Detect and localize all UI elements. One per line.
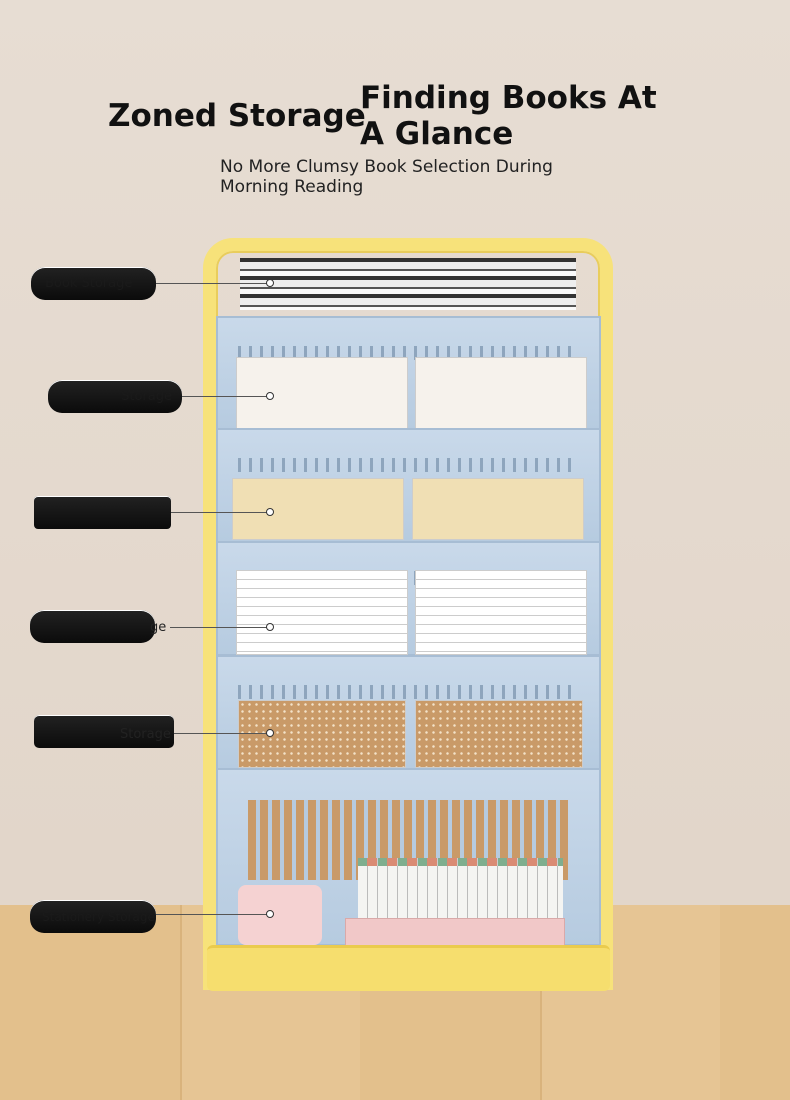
callout-pill: Storage [48,380,182,413]
leader-line [156,283,270,284]
callout-label: Book Storage [45,276,133,291]
shelf-base [207,945,610,991]
callout-pill: Stationery Storage [30,900,156,933]
callout-dot [266,392,274,400]
callout-dot [266,729,274,737]
book [412,478,584,540]
yellow-frame [203,238,613,990]
callout-label: Stationery Storage [42,909,155,924]
top-books [240,258,576,310]
callout-dot [266,623,274,631]
callout-pill [30,610,155,643]
callout-label: Storage [121,389,172,404]
callout-dot [266,279,274,287]
callout-pill: Book Storage [31,267,156,300]
callout-pill [34,715,174,748]
book [415,357,587,429]
sketchbook [415,570,587,655]
book [236,357,408,429]
book [232,478,404,540]
callout-pill [34,496,171,529]
callout-label: ge [150,620,167,635]
callout-dot [266,508,274,516]
subtitle: No More Clumsy Book Selection During Mor… [220,157,553,197]
leader-line [156,914,270,915]
pencil-sharpener [238,885,322,945]
callout-label: Storage [120,727,171,742]
leader-line [182,396,270,397]
notebook [238,700,406,768]
leader-line [174,733,270,734]
leader-line [170,627,270,628]
heading-right: Finding Books At A Glance [360,80,657,152]
markers [358,858,563,924]
callout-dot [266,910,274,918]
notebook [415,700,583,768]
heading-left: Zoned Storage [108,98,366,134]
leader-line [171,512,270,513]
sketchbook [236,570,408,655]
marker-tray [345,918,565,946]
